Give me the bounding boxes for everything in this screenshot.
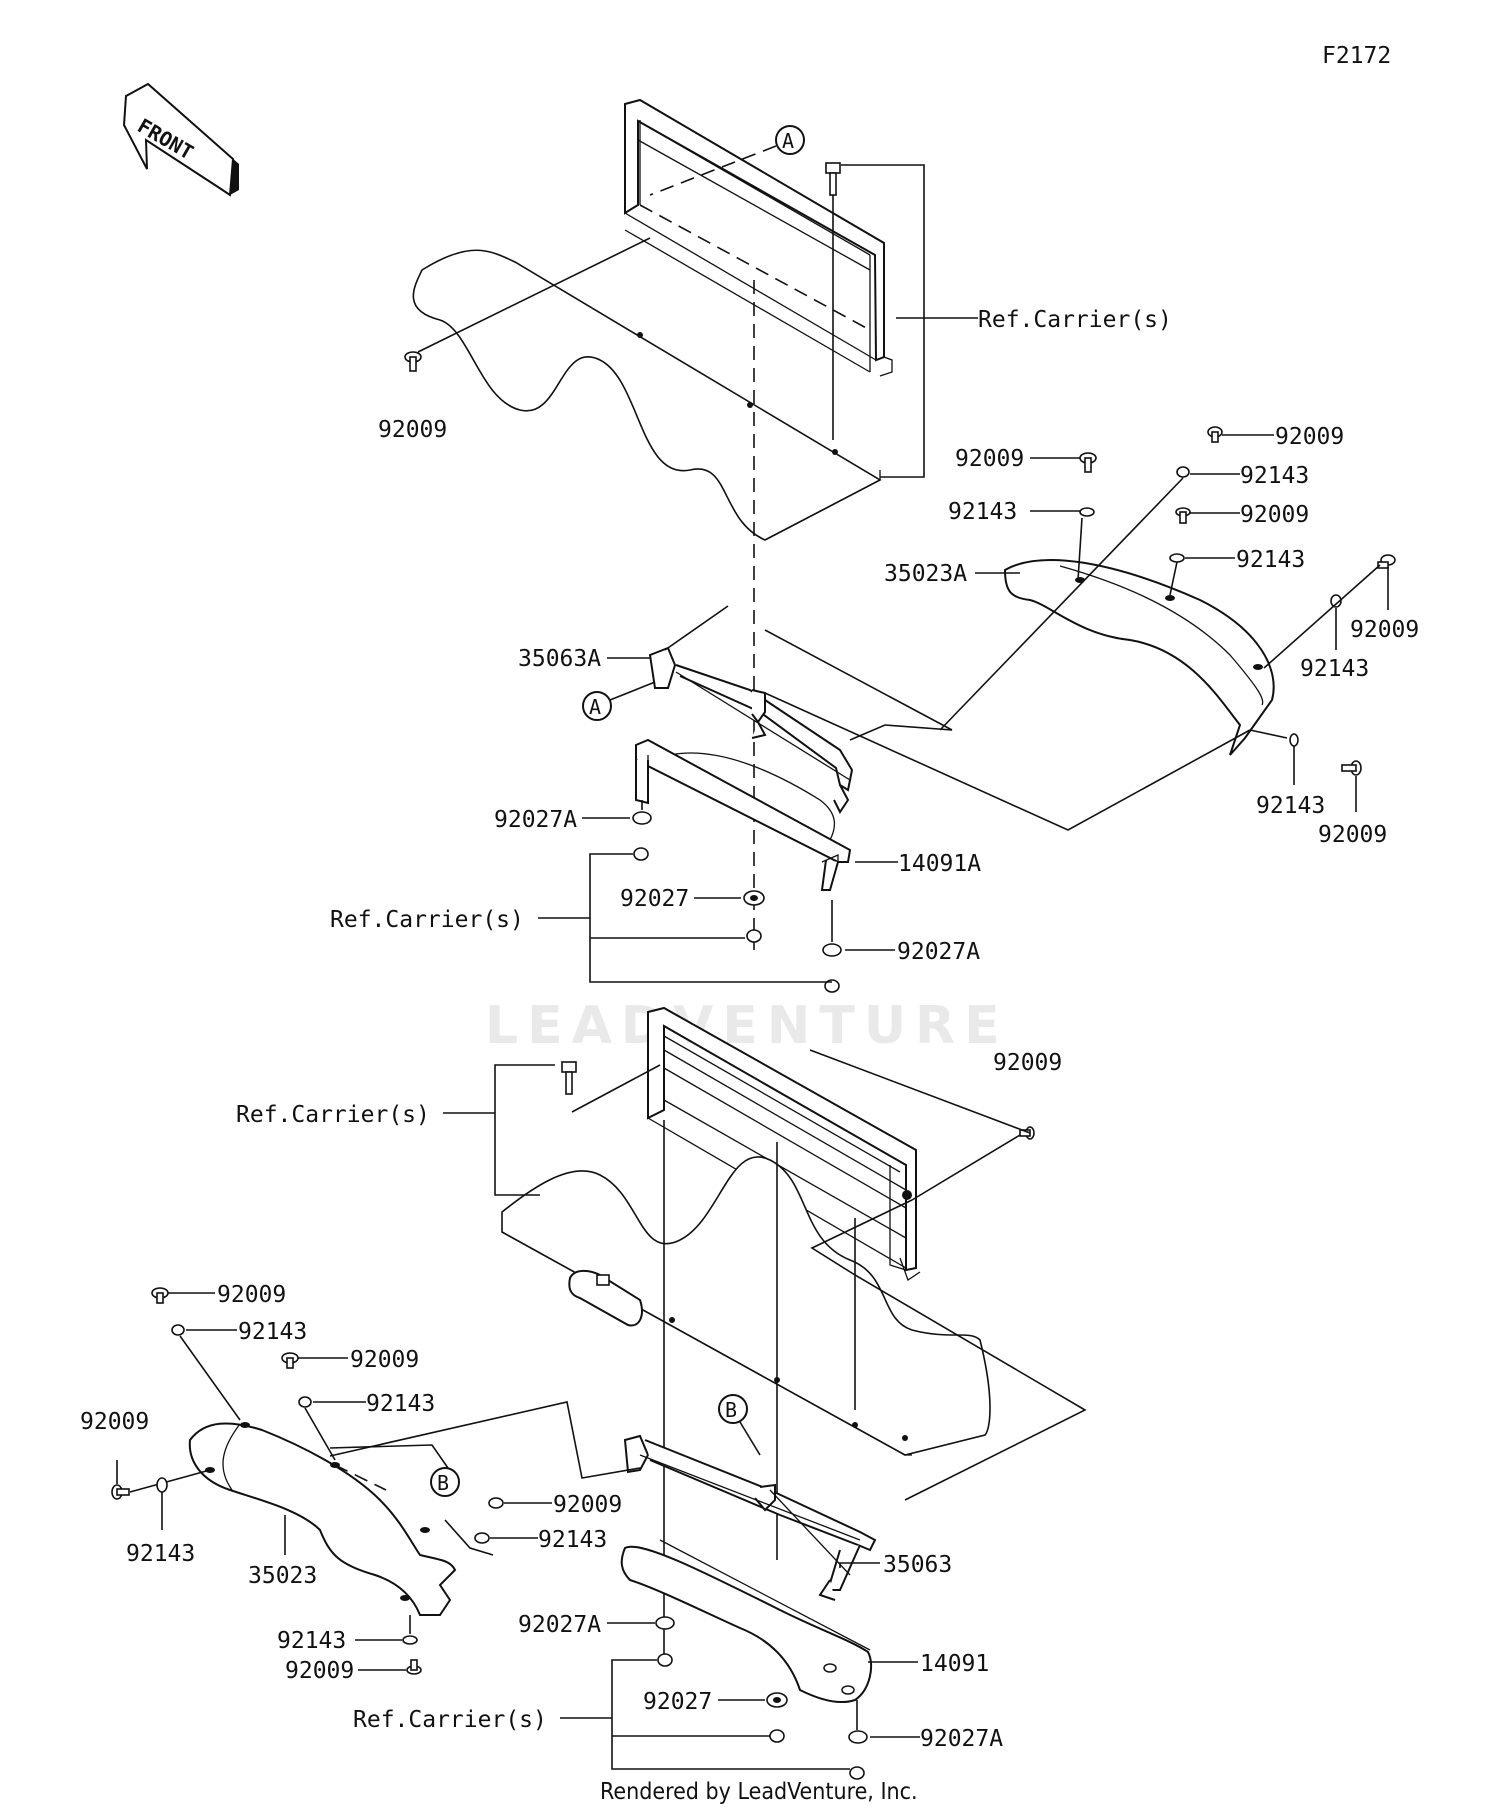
svg-text:B: B (725, 1398, 737, 1422)
hw-92143-r5 (1289, 733, 1299, 747)
hw-92009-l3 (111, 1484, 130, 1500)
hw-92143-r4 (1330, 594, 1342, 608)
hw-92009-l5 (406, 1659, 422, 1675)
callout-b-right: B (718, 1394, 761, 1456)
label-35023A: 35023A (884, 561, 967, 587)
label-92009-r3: 92009 (1240, 502, 1309, 528)
label-92143-l5: 92143 (277, 1628, 346, 1654)
label-92027-2: 92027 (643, 1689, 712, 1715)
label-92143-r3: 92143 (1236, 547, 1305, 573)
upper-bracket-35063A (648, 646, 854, 814)
nut-92027A-l1 (655, 1616, 675, 1630)
label-92009-upper-left: 92009 (378, 417, 447, 443)
nut-92027A-u1 (632, 811, 652, 825)
lower-fender-35023 (188, 1422, 457, 1616)
hw-92143-l5 (402, 1635, 418, 1645)
hw-92143-l2 (298, 1396, 312, 1408)
label-92009-l3: 92009 (80, 1409, 149, 1435)
hw-92143-r2 (1079, 507, 1095, 517)
callout-b-left: B (430, 1467, 460, 1497)
label-92143-l1: 92143 (238, 1319, 307, 1345)
label-92143-r4: 92143 (1300, 656, 1369, 682)
lower-bracket-35063 (623, 1434, 877, 1601)
svg-text:A: A (589, 695, 601, 719)
nut-92027-l (766, 1692, 788, 1708)
nut-ref-l1 (657, 1653, 673, 1667)
nut-ref-l2 (769, 1729, 785, 1743)
label-92009-r2: 92009 (955, 446, 1024, 472)
hw-92009-l1 (151, 1287, 169, 1304)
label-92143-l4: 92143 (538, 1527, 607, 1553)
hw-92009-r5 (1341, 760, 1362, 776)
label-92009-l1: 92009 (217, 1282, 286, 1308)
hw-92143-l4 (474, 1532, 490, 1544)
label-92009-r4: 92009 (1350, 617, 1419, 643)
hw-92143-r3 (1169, 553, 1185, 563)
hw-92143-l1 (171, 1324, 185, 1336)
upper-carrier-frame (624, 98, 893, 377)
label-92009-l2: 92009 (350, 1347, 419, 1373)
label-ref-carrier-4: Ref.Carrier(s) (353, 1707, 547, 1733)
label-92009-l5: 92009 (285, 1658, 354, 1684)
hw-92009-r4 (1377, 554, 1396, 569)
nut-ref-u2 (746, 929, 762, 943)
label-14091: 14091 (920, 1651, 989, 1677)
lower-crossbar-14091 (620, 1539, 873, 1703)
bolt-92009-upper-left (404, 351, 422, 372)
hw-92009-l4 (488, 1497, 504, 1509)
label-92027-1: 92027 (620, 886, 689, 912)
label-14091A: 14091A (898, 851, 981, 877)
lower-carrier-frame (647, 1006, 921, 1281)
nut-92027A-u2 (822, 943, 842, 957)
nut-92027-u (743, 890, 765, 906)
nut-92027A-l2 (848, 1730, 868, 1744)
svg-text:A: A (782, 129, 794, 153)
label-92143-r1: 92143 (1240, 463, 1309, 489)
watermark: LEADVENTURE (485, 996, 1009, 1056)
upper-carrier-bed (412, 249, 882, 541)
label-92027A-2: 92027A (897, 939, 980, 965)
label-92143-r2: 92143 (948, 499, 1017, 525)
lower-bed-handle (568, 1269, 643, 1327)
hw-92143-l3 (156, 1477, 168, 1493)
svg-text:B: B (437, 1471, 449, 1495)
front-arrow-icon: FRONT (122, 82, 239, 197)
hw-92009-r1 (1207, 426, 1223, 443)
label-92009-r1: 92009 (1275, 424, 1344, 450)
callout-a-mid: A (582, 681, 656, 721)
label-92143-r5: 92143 (1256, 793, 1325, 819)
label-ref-carrier-2: Ref.Carrier(s) (330, 907, 524, 933)
upper-fender-35023A (1003, 559, 1275, 756)
hw-92143-r1 (1176, 466, 1190, 478)
label-35063A: 35063A (518, 646, 601, 672)
label-92143-l2: 92143 (366, 1391, 435, 1417)
nut-ref-u1 (633, 847, 649, 861)
label-92027A-3: 92027A (518, 1612, 601, 1638)
label-92143-l3: 92143 (126, 1541, 195, 1567)
nut-ref-l3 (849, 1766, 865, 1780)
label-ref-carrier-3: Ref.Carrier(s) (236, 1102, 430, 1128)
callout-a-top: A (649, 125, 805, 196)
diagram-id: F2172 (1322, 43, 1391, 69)
footer-credit: Rendered by LeadVenture, Inc. (600, 1779, 918, 1805)
label-ref-carrier-1: Ref.Carrier(s) (978, 307, 1172, 333)
label-92009-l4: 92009 (553, 1492, 622, 1518)
lower-frame-bolt (561, 1061, 577, 1095)
label-92009-lower-top: 92009 (993, 1050, 1062, 1076)
hw-92009-l2 (281, 1352, 299, 1369)
hw-92009-r3 (1175, 507, 1191, 524)
label-35063: 35063 (883, 1552, 952, 1578)
hw-92009-r2 (1079, 452, 1097, 473)
label-92009-r5: 92009 (1318, 822, 1387, 848)
bolt-92009-lower-right (1019, 1126, 1035, 1140)
nut-ref-u3 (824, 979, 840, 993)
label-35023: 35023 (248, 1563, 317, 1589)
upper-frame-bolt (825, 162, 841, 196)
label-92027A-1: 92027A (494, 807, 577, 833)
upper-crossbar-14091A (635, 738, 852, 891)
label-92027A-4: 92027A (920, 1726, 1003, 1752)
